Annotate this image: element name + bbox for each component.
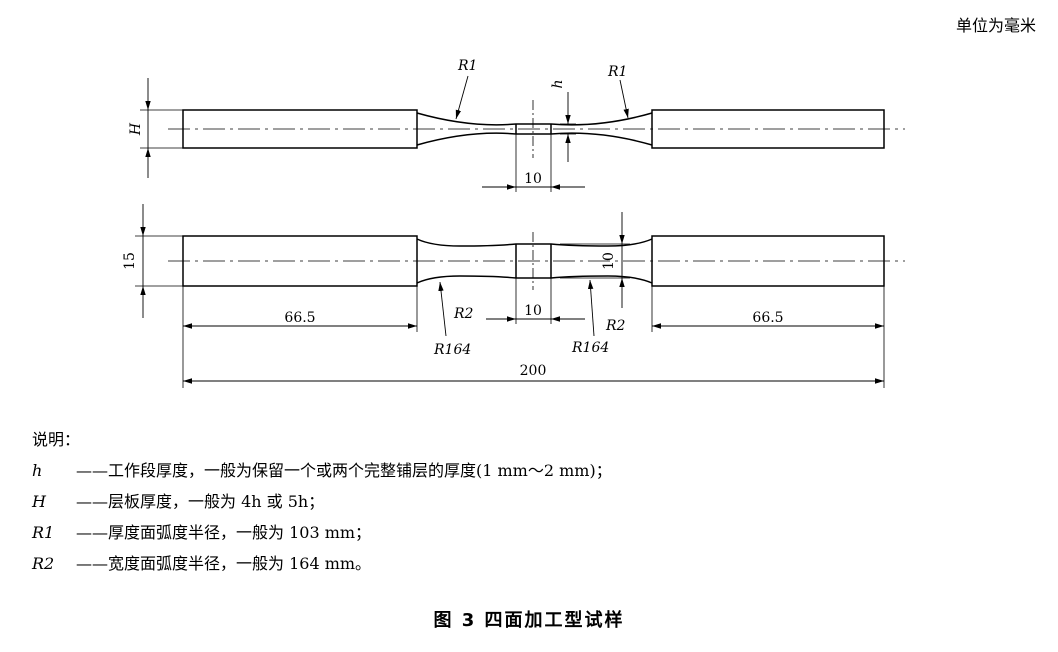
note-text: ——层板厚度，一般为 4h 或 5h；	[76, 492, 325, 511]
note-text: ——厚度面弧度半径，一般为 103 mm；	[76, 523, 372, 542]
note-symbol: H	[32, 492, 46, 511]
dim-grip-left: 66.5	[284, 310, 315, 326]
label-h: h	[550, 79, 566, 88]
label-r1-left: R1	[457, 58, 477, 74]
notes-block: 说明： h ——工作段厚度，一般为保留一个或两个完整铺层的厚度(1 mm～2 mm…	[32, 424, 612, 579]
label-r164-right: R164	[571, 340, 609, 356]
side-view	[135, 204, 905, 388]
top-taper-outline	[416, 112, 653, 146]
dim-grip-right: 66.5	[752, 310, 783, 326]
dim-total: 200	[520, 363, 547, 379]
note-text: ——宽度面弧度半径，一般为 164 mm。	[76, 554, 372, 573]
label-r164-left: R164	[433, 342, 471, 358]
note-item: R1 ——厚度面弧度半径，一般为 103 mm；	[32, 517, 612, 548]
note-symbol: R1	[32, 523, 55, 542]
label-r2-right: R2	[605, 318, 626, 334]
note-item: H ——层板厚度，一般为 4h 或 5h；	[32, 486, 612, 517]
label-r1-right: R1	[607, 64, 627, 80]
note-item: h ——工作段厚度，一般为保留一个或两个完整铺层的厚度(1 mm～2 mm)；	[32, 455, 612, 486]
dim-side-width: 15	[122, 252, 138, 270]
unit-note: 单位为毫米	[955, 16, 1036, 35]
specimen-drawing: H h R1 R1 10	[122, 58, 905, 388]
dim-side-inner: 10	[601, 252, 617, 270]
dim-side-center: 10	[524, 303, 542, 319]
top-view	[140, 75, 905, 192]
figure-caption: 图 3 四面加工型试样	[433, 610, 625, 631]
dim-top-center: 10	[524, 171, 542, 187]
note-text: ——工作段厚度，一般为保留一个或两个完整铺层的厚度(1 mm～2 mm)；	[76, 461, 612, 480]
label-H: H	[128, 122, 144, 136]
note-symbol: h	[32, 461, 43, 480]
note-symbol: R2	[32, 554, 55, 573]
note-item: R2 ——宽度面弧度半径，一般为 164 mm。	[32, 548, 612, 579]
notes-title: 说明：	[32, 430, 81, 449]
label-r2-left: R2	[453, 306, 474, 322]
